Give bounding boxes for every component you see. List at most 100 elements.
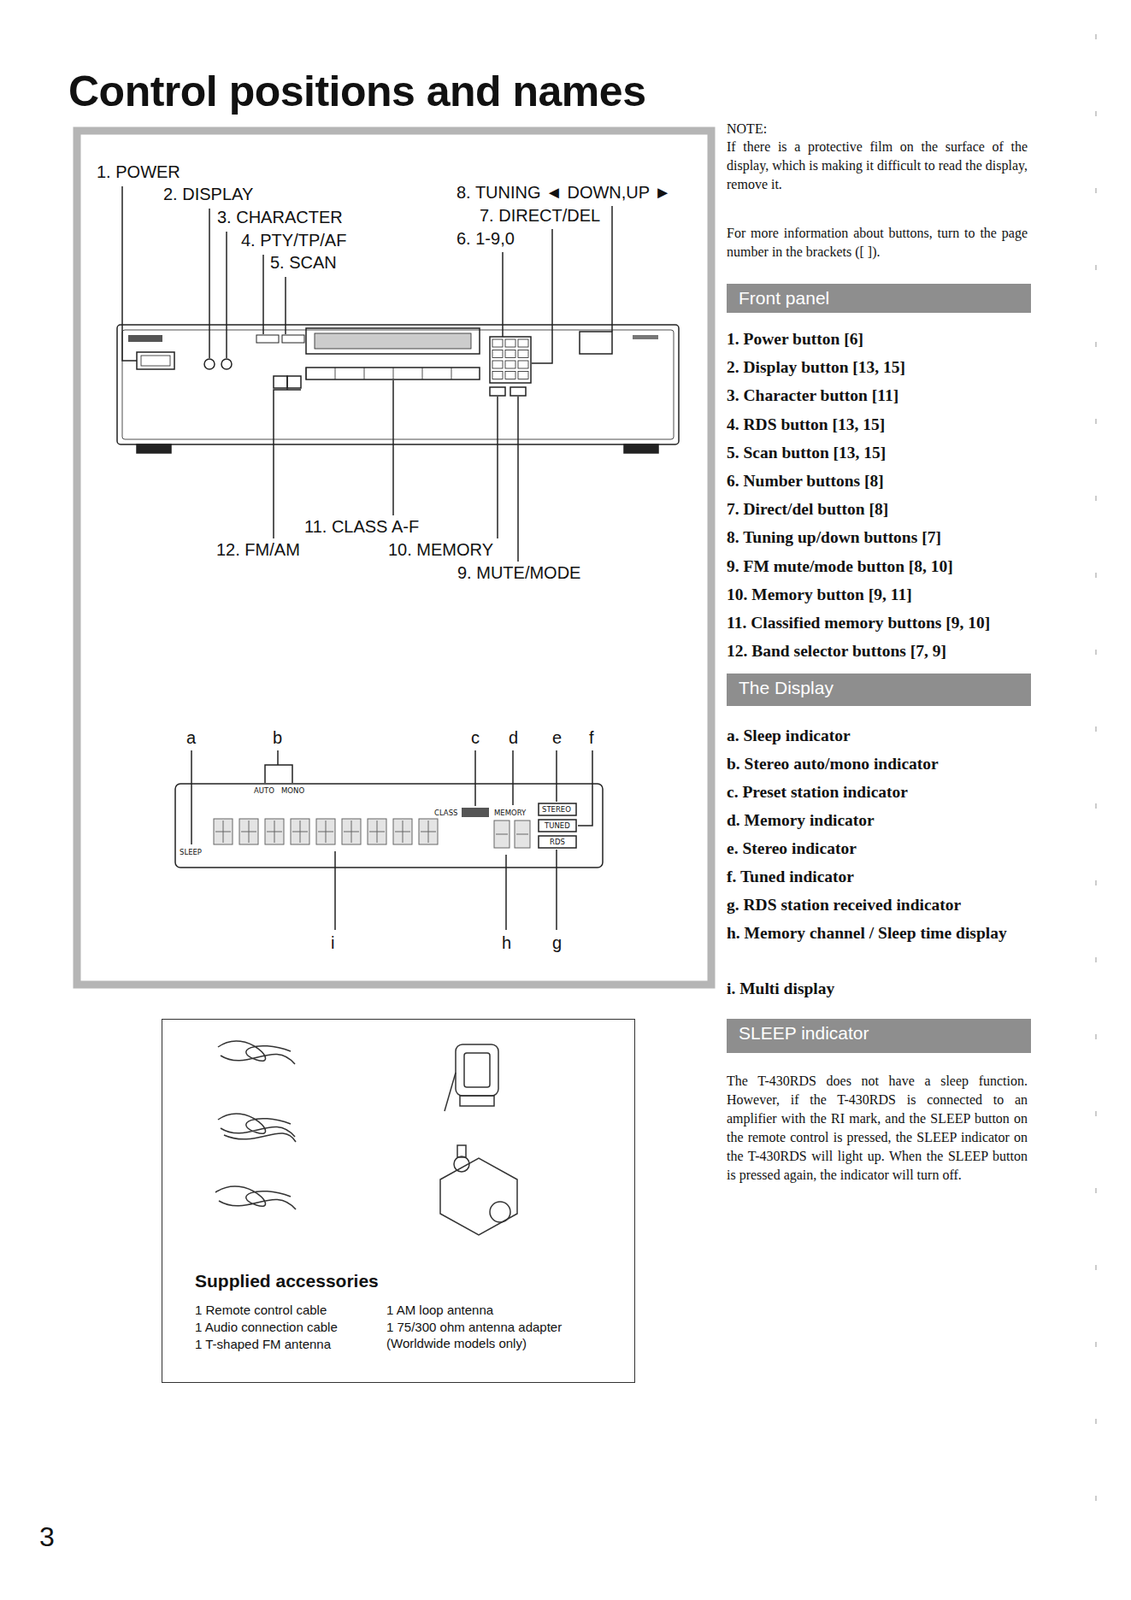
node-heading: Front panel	[726, 283, 1031, 313]
list-item: g. RDS station received indicator	[726, 894, 1009, 917]
callout-label: 2. DISPLAY	[163, 184, 254, 205]
margin-tick	[1095, 957, 1097, 963]
list-item: 5. Scan button [13, 15]	[726, 441, 1035, 465]
margin-tick	[1095, 1265, 1097, 1271]
node-text: 1 Remote control cable	[194, 1301, 327, 1319]
leader-lines	[122, 186, 613, 562]
number-key	[492, 371, 503, 380]
display-legend: CLASS	[434, 808, 458, 818]
margin-tick	[1095, 34, 1097, 40]
callout-label: 3. CHARACTER	[217, 207, 343, 228]
margin-tick	[1095, 1111, 1097, 1117]
list-item: a. Sleep indicator	[726, 724, 1009, 748]
margin-tick	[1095, 418, 1097, 425]
list-item: 6. Number buttons [8]	[726, 470, 1035, 493]
segment-cell	[367, 818, 387, 845]
list-item: b. Stereo auto/mono indicator	[726, 753, 1009, 776]
callout-label: 1. POWER	[96, 162, 181, 183]
segment-stroke	[274, 820, 276, 843]
display-leaders	[191, 750, 593, 931]
segment-stroke	[325, 820, 327, 843]
list-item: 8. Tuning up/down buttons [7]	[726, 526, 1035, 549]
callout-letter: g	[552, 933, 562, 954]
segment-stroke	[516, 834, 529, 836]
list-item: c. Preset station indicator	[726, 781, 1009, 804]
number-key	[505, 371, 516, 380]
display-legend: STEREO	[541, 805, 572, 814]
node-heading: SLEEP indicator	[726, 1019, 1031, 1049]
node-text: 1 Audio connection cable	[194, 1319, 338, 1336]
number-key	[505, 360, 516, 369]
list-item: 12. Band selector buttons [7, 9]	[726, 640, 1035, 663]
segment-cell	[494, 820, 510, 849]
list-item: 4. RDS button [13, 15]	[726, 413, 1035, 436]
number-key	[492, 339, 503, 348]
segment-stroke	[495, 834, 508, 836]
preset-divider	[451, 367, 453, 380]
segment-cell	[393, 818, 413, 845]
note-text: For more information about buttons, turn…	[726, 223, 1028, 262]
segment-stroke	[428, 820, 430, 843]
margin-tick	[1095, 265, 1097, 271]
section-band: Front panel	[726, 283, 1031, 313]
number-key	[518, 350, 529, 359]
margin-tick	[1095, 1034, 1097, 1040]
margin-tick	[1095, 572, 1097, 578]
margin-tick	[1095, 341, 1097, 348]
margin-tick	[1095, 1342, 1097, 1348]
callout-label: 12. FM/AM	[216, 540, 301, 560]
segment-cell	[290, 818, 310, 845]
segment-stroke	[248, 820, 250, 843]
list-item: h. Memory channel / Sleep time display	[726, 922, 1009, 945]
list-item: 2. Display button [13, 15]	[726, 356, 1035, 379]
node-heading: The Display	[726, 673, 1031, 703]
segment-stroke	[300, 820, 301, 843]
list-item: f. Tuned indicator	[726, 865, 1009, 889]
margin-tick	[1095, 111, 1097, 117]
display-window	[175, 783, 603, 868]
segment-cell	[239, 818, 259, 845]
note-heading: NOTE:	[726, 119, 1026, 139]
list-item: 9. FM mute/mode button [8, 10]	[726, 555, 1035, 578]
node-text: 1 AM loop antenna	[386, 1301, 494, 1319]
node-text: 1 T-shaped FM antenna	[194, 1336, 331, 1353]
callout-letter: h	[501, 933, 512, 954]
margin-tick	[1095, 1419, 1097, 1425]
segment-cell	[213, 818, 233, 845]
page-number: 3	[39, 1521, 55, 1554]
segment-cell	[316, 818, 336, 845]
display-legend: RDS	[549, 837, 566, 847]
margin-tick	[1095, 726, 1097, 732]
callout-letter: c	[471, 728, 480, 749]
list-item: 10. Memory button [9, 11]	[726, 583, 1035, 607]
number-key	[492, 360, 503, 369]
list-item: 1. Power button [6]	[726, 328, 1035, 351]
callout-label: 8. TUNING ◄ DOWN,UP ►	[456, 182, 672, 203]
callout-letter: d	[508, 728, 519, 749]
accessories-box: Supplied accessories 1 Remote control cab…	[161, 1019, 636, 1384]
number-key	[518, 339, 529, 348]
list-item: e. Stereo indicator	[726, 837, 1009, 861]
list-item: d. Memory indicator	[726, 809, 1009, 832]
margin-tick	[1095, 1496, 1097, 1502]
body-text: The T-430RDS does not have a sleep funct…	[726, 1072, 1028, 1185]
display-legend: AUTO	[253, 786, 275, 796]
segment-cell	[341, 818, 361, 845]
list-item: 11. Classified memory buttons [9, 10]	[726, 612, 1035, 635]
segment-cell	[265, 818, 284, 845]
segment-cell	[418, 818, 438, 845]
margin-tick	[1095, 880, 1097, 886]
display-legend: MONO	[281, 786, 305, 796]
margin-tick	[1095, 803, 1097, 809]
list-item: 7. Direct/del button [8]	[726, 498, 1035, 521]
node-heading: Supplied accessories	[194, 1272, 379, 1290]
number-key	[518, 371, 529, 380]
preset-divider	[335, 367, 336, 380]
preset-divider	[306, 367, 307, 380]
callout-letter: e	[552, 728, 562, 749]
list-item: 3. Character button [11]	[726, 384, 1035, 407]
segment-stroke	[377, 820, 378, 843]
callout-letter: a	[186, 728, 196, 749]
preset-divider	[422, 367, 424, 380]
preset-divider	[393, 367, 395, 380]
